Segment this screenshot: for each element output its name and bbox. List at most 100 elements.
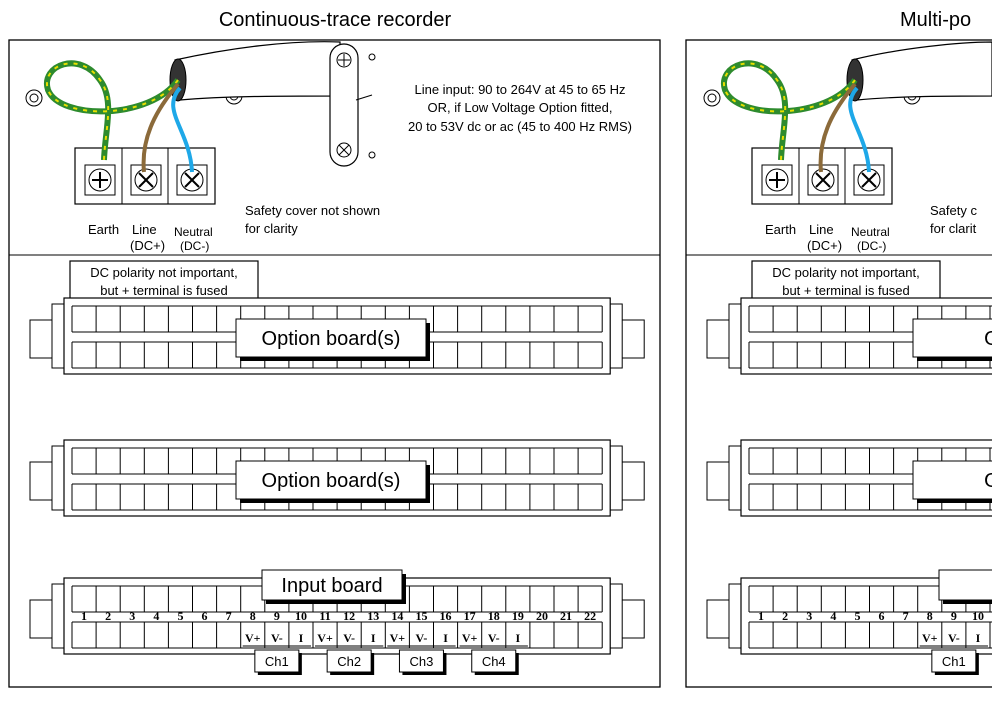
dc-minus-label: (DC-) xyxy=(180,239,209,253)
left-panel-title: Continuous-trace recorder xyxy=(219,9,452,31)
dc-plus-label: (DC+) xyxy=(130,238,165,253)
terminal-number: 20 xyxy=(536,609,548,623)
dc-polarity-note: DC polarity not important, xyxy=(90,265,237,280)
right-boards: OptioOptioInp12345678910V+V-IV+V-IV+V-IC… xyxy=(706,297,992,675)
terminal-number: 10 xyxy=(295,609,307,623)
terminal-number: 8 xyxy=(250,609,256,623)
option-board-label: Option board(s) xyxy=(262,328,401,350)
screw-icon xyxy=(88,168,112,192)
input-board-label-box xyxy=(261,569,403,601)
earth-label: Earth xyxy=(765,222,796,237)
board-bracket xyxy=(29,599,52,639)
line-input-note: OR, if Low Voltage Option fitted, xyxy=(428,100,613,115)
neutral-label: Neutral xyxy=(851,225,890,239)
board-bracket xyxy=(622,319,645,359)
dc-polarity-note: DC polarity not important, xyxy=(772,265,919,280)
terminal-number: 14 xyxy=(391,609,403,623)
terminal-number: 7 xyxy=(226,609,232,623)
line-wire xyxy=(141,82,180,173)
channel-label-box xyxy=(931,649,977,673)
safety-cover-note: Safety cover not shown xyxy=(245,203,380,218)
screw-icon xyxy=(765,168,789,192)
line-label: Line xyxy=(132,222,157,237)
screw-icon xyxy=(336,142,352,158)
screw-icon xyxy=(811,168,835,192)
option-board-label: Optio xyxy=(984,470,992,492)
terminal-number: 9 xyxy=(951,609,957,623)
terminal-number: 22 xyxy=(584,609,596,623)
terminal-number: 7 xyxy=(903,609,909,623)
terminal-number: 21 xyxy=(560,609,572,623)
left-boards: Option board(s) Option board(s) Input boar… xyxy=(29,297,645,675)
signal-label: V- xyxy=(343,631,355,645)
signal-label: V+ xyxy=(317,631,333,645)
signal-label: V- xyxy=(488,631,500,645)
signal-label: I xyxy=(976,631,981,645)
signal-label: V+ xyxy=(390,631,406,645)
terminal-number: 18 xyxy=(488,609,500,623)
signal-label: V+ xyxy=(245,631,261,645)
option-board: Option board(s) xyxy=(29,297,645,375)
terminal-number: 1 xyxy=(758,609,764,623)
safety-cover-note: for clarit xyxy=(930,221,977,236)
terminal-number: 13 xyxy=(367,609,379,623)
terminal-number: 12 xyxy=(343,609,355,623)
signal-label: V- xyxy=(271,631,283,645)
line-wire xyxy=(818,82,857,173)
cable-clamp xyxy=(329,43,376,167)
screw-icon xyxy=(134,168,158,192)
board-bracket xyxy=(29,319,52,359)
terminal-number: 5 xyxy=(177,609,183,623)
dc-polarity-note: but + terminal is fused xyxy=(100,283,228,298)
terminal-number: 2 xyxy=(782,609,788,623)
channel-label: Ch1 xyxy=(942,654,966,669)
option-board: Optio xyxy=(706,297,992,375)
channel-label-box xyxy=(326,649,372,673)
terminal-number: 19 xyxy=(512,609,524,623)
terminal-number: 1 xyxy=(81,609,87,623)
terminal-number: 6 xyxy=(879,609,885,623)
neutral-wire xyxy=(848,86,871,173)
board-bracket xyxy=(29,461,52,501)
terminal-number: 16 xyxy=(440,609,452,623)
mounting-hole-icon xyxy=(703,89,721,107)
signal-label: I xyxy=(443,631,448,645)
signal-label: I xyxy=(299,631,304,645)
signal-label: V- xyxy=(416,631,428,645)
option-board-label: Option board(s) xyxy=(262,470,401,492)
option-board-label-box xyxy=(235,460,427,500)
mounting-hole-icon xyxy=(25,89,43,107)
option-board-label-box xyxy=(235,318,427,358)
screw-icon xyxy=(857,168,881,192)
signal-label: V- xyxy=(948,631,960,645)
terminal-number: 4 xyxy=(830,609,836,623)
channel-label: Ch2 xyxy=(337,654,361,669)
board-bracket xyxy=(622,461,645,501)
signal-label: V+ xyxy=(922,631,938,645)
neutral-label: Neutral xyxy=(174,225,213,239)
right-panel-title: Multi-po xyxy=(900,9,971,31)
board-bracket xyxy=(706,319,729,359)
dc-polarity-note: but + terminal is fused xyxy=(782,283,910,298)
right-panel: Multi-po Safety c for clarit Earth Line … xyxy=(685,9,992,688)
input-board-label-box xyxy=(938,569,992,601)
screw-icon xyxy=(336,52,352,68)
board-bracket xyxy=(706,461,729,501)
neutral-wire xyxy=(171,86,194,173)
channel-label: Ch1 xyxy=(265,654,289,669)
terminal-number: 8 xyxy=(927,609,933,623)
option-board-label-box xyxy=(912,460,992,500)
terminal-number: 9 xyxy=(274,609,280,623)
dc-minus-label: (DC-) xyxy=(857,239,886,253)
input-board-label: Input board xyxy=(281,575,382,597)
option-board-label: Optio xyxy=(984,328,992,350)
channel-label-box xyxy=(254,649,300,673)
signal-label: I xyxy=(371,631,376,645)
line-input-note: Line input: 90 to 264V at 45 to 65 Hz xyxy=(414,82,625,97)
terminal-number: 6 xyxy=(202,609,208,623)
terminal-number: 4 xyxy=(153,609,159,623)
screw-icon xyxy=(180,168,204,192)
dc-plus-label: (DC+) xyxy=(807,238,842,253)
mains-cable xyxy=(851,41,992,101)
